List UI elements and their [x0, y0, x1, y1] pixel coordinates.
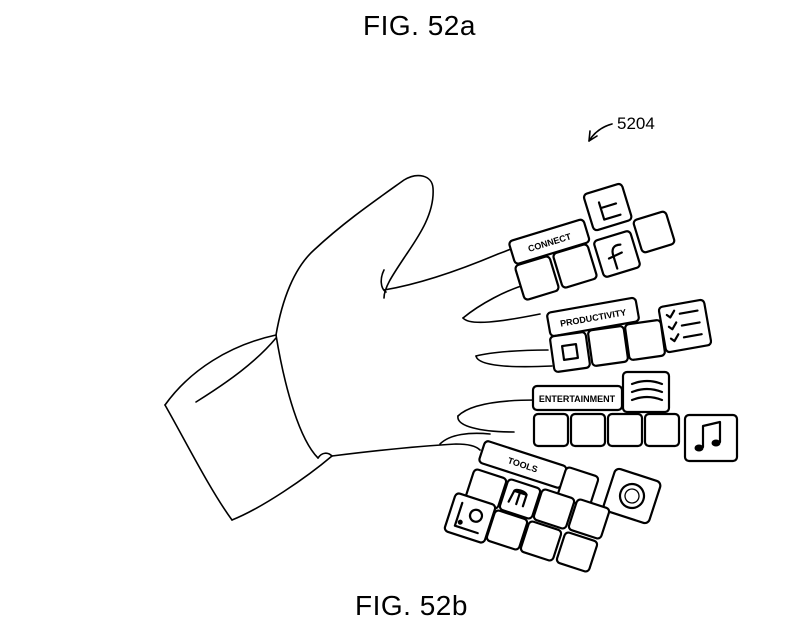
productivity-label-button[interactable]: PRODUCTIVITY [546, 296, 640, 338]
entertainment-tile-3[interactable] [606, 412, 644, 448]
audio-waves-icon [630, 379, 664, 402]
square-tile[interactable] [549, 331, 591, 373]
entertainment-label-button[interactable]: ENTERTAINMENT [531, 384, 624, 412]
connect-group: CONNECT [508, 182, 676, 301]
music-tile[interactable] [683, 413, 739, 463]
entertainment-tile-1[interactable] [532, 412, 570, 448]
figure-title-bottom: FIG. 52b [355, 590, 468, 621]
productivity-tile-2[interactable] [587, 325, 629, 367]
record-tile[interactable] [602, 467, 662, 525]
checklist-icon [665, 309, 703, 343]
facebook-tile[interactable] [593, 230, 641, 278]
connect-tile-1[interactable] [514, 255, 560, 301]
reference-arrow [588, 123, 613, 142]
camera-icon [453, 501, 484, 535]
connect-label-button[interactable]: CONNECT [508, 218, 591, 265]
tools-group: TOOLS [443, 440, 662, 573]
productivity-group: PRODUCTIVITY [546, 296, 713, 373]
square-icon [560, 342, 580, 362]
twitter-tile[interactable] [582, 182, 633, 232]
hand-outline [164, 174, 553, 521]
record-icon [618, 482, 646, 510]
tools-tile-3[interactable] [532, 488, 576, 530]
fork-tile[interactable] [498, 478, 542, 520]
figure-title-top: FIG. 52a [363, 10, 476, 41]
entertainment-tile-4[interactable] [643, 412, 681, 448]
connect-tile-4[interactable] [632, 210, 676, 254]
entertainment-label: ENTERTAINMENT [539, 394, 616, 404]
connect-tile-2[interactable] [552, 243, 598, 289]
checklist-tile[interactable] [657, 298, 713, 354]
tools-tile-8[interactable] [555, 531, 599, 573]
tools-tile-6[interactable] [485, 509, 529, 551]
tools-tile-7[interactable] [519, 520, 563, 562]
entertainment-group: ENTERTAINMENT [531, 370, 739, 463]
tools-tile-4[interactable] [567, 498, 611, 540]
audio-tile[interactable] [621, 370, 671, 414]
music-note-icon [694, 420, 722, 452]
fork-icon [507, 488, 528, 508]
reference-number: 5204 [617, 114, 655, 133]
twitter-icon [597, 201, 622, 221]
entertainment-tile-2[interactable] [569, 412, 607, 448]
productivity-tile-3[interactable] [624, 319, 666, 361]
facebook-icon [607, 243, 623, 270]
